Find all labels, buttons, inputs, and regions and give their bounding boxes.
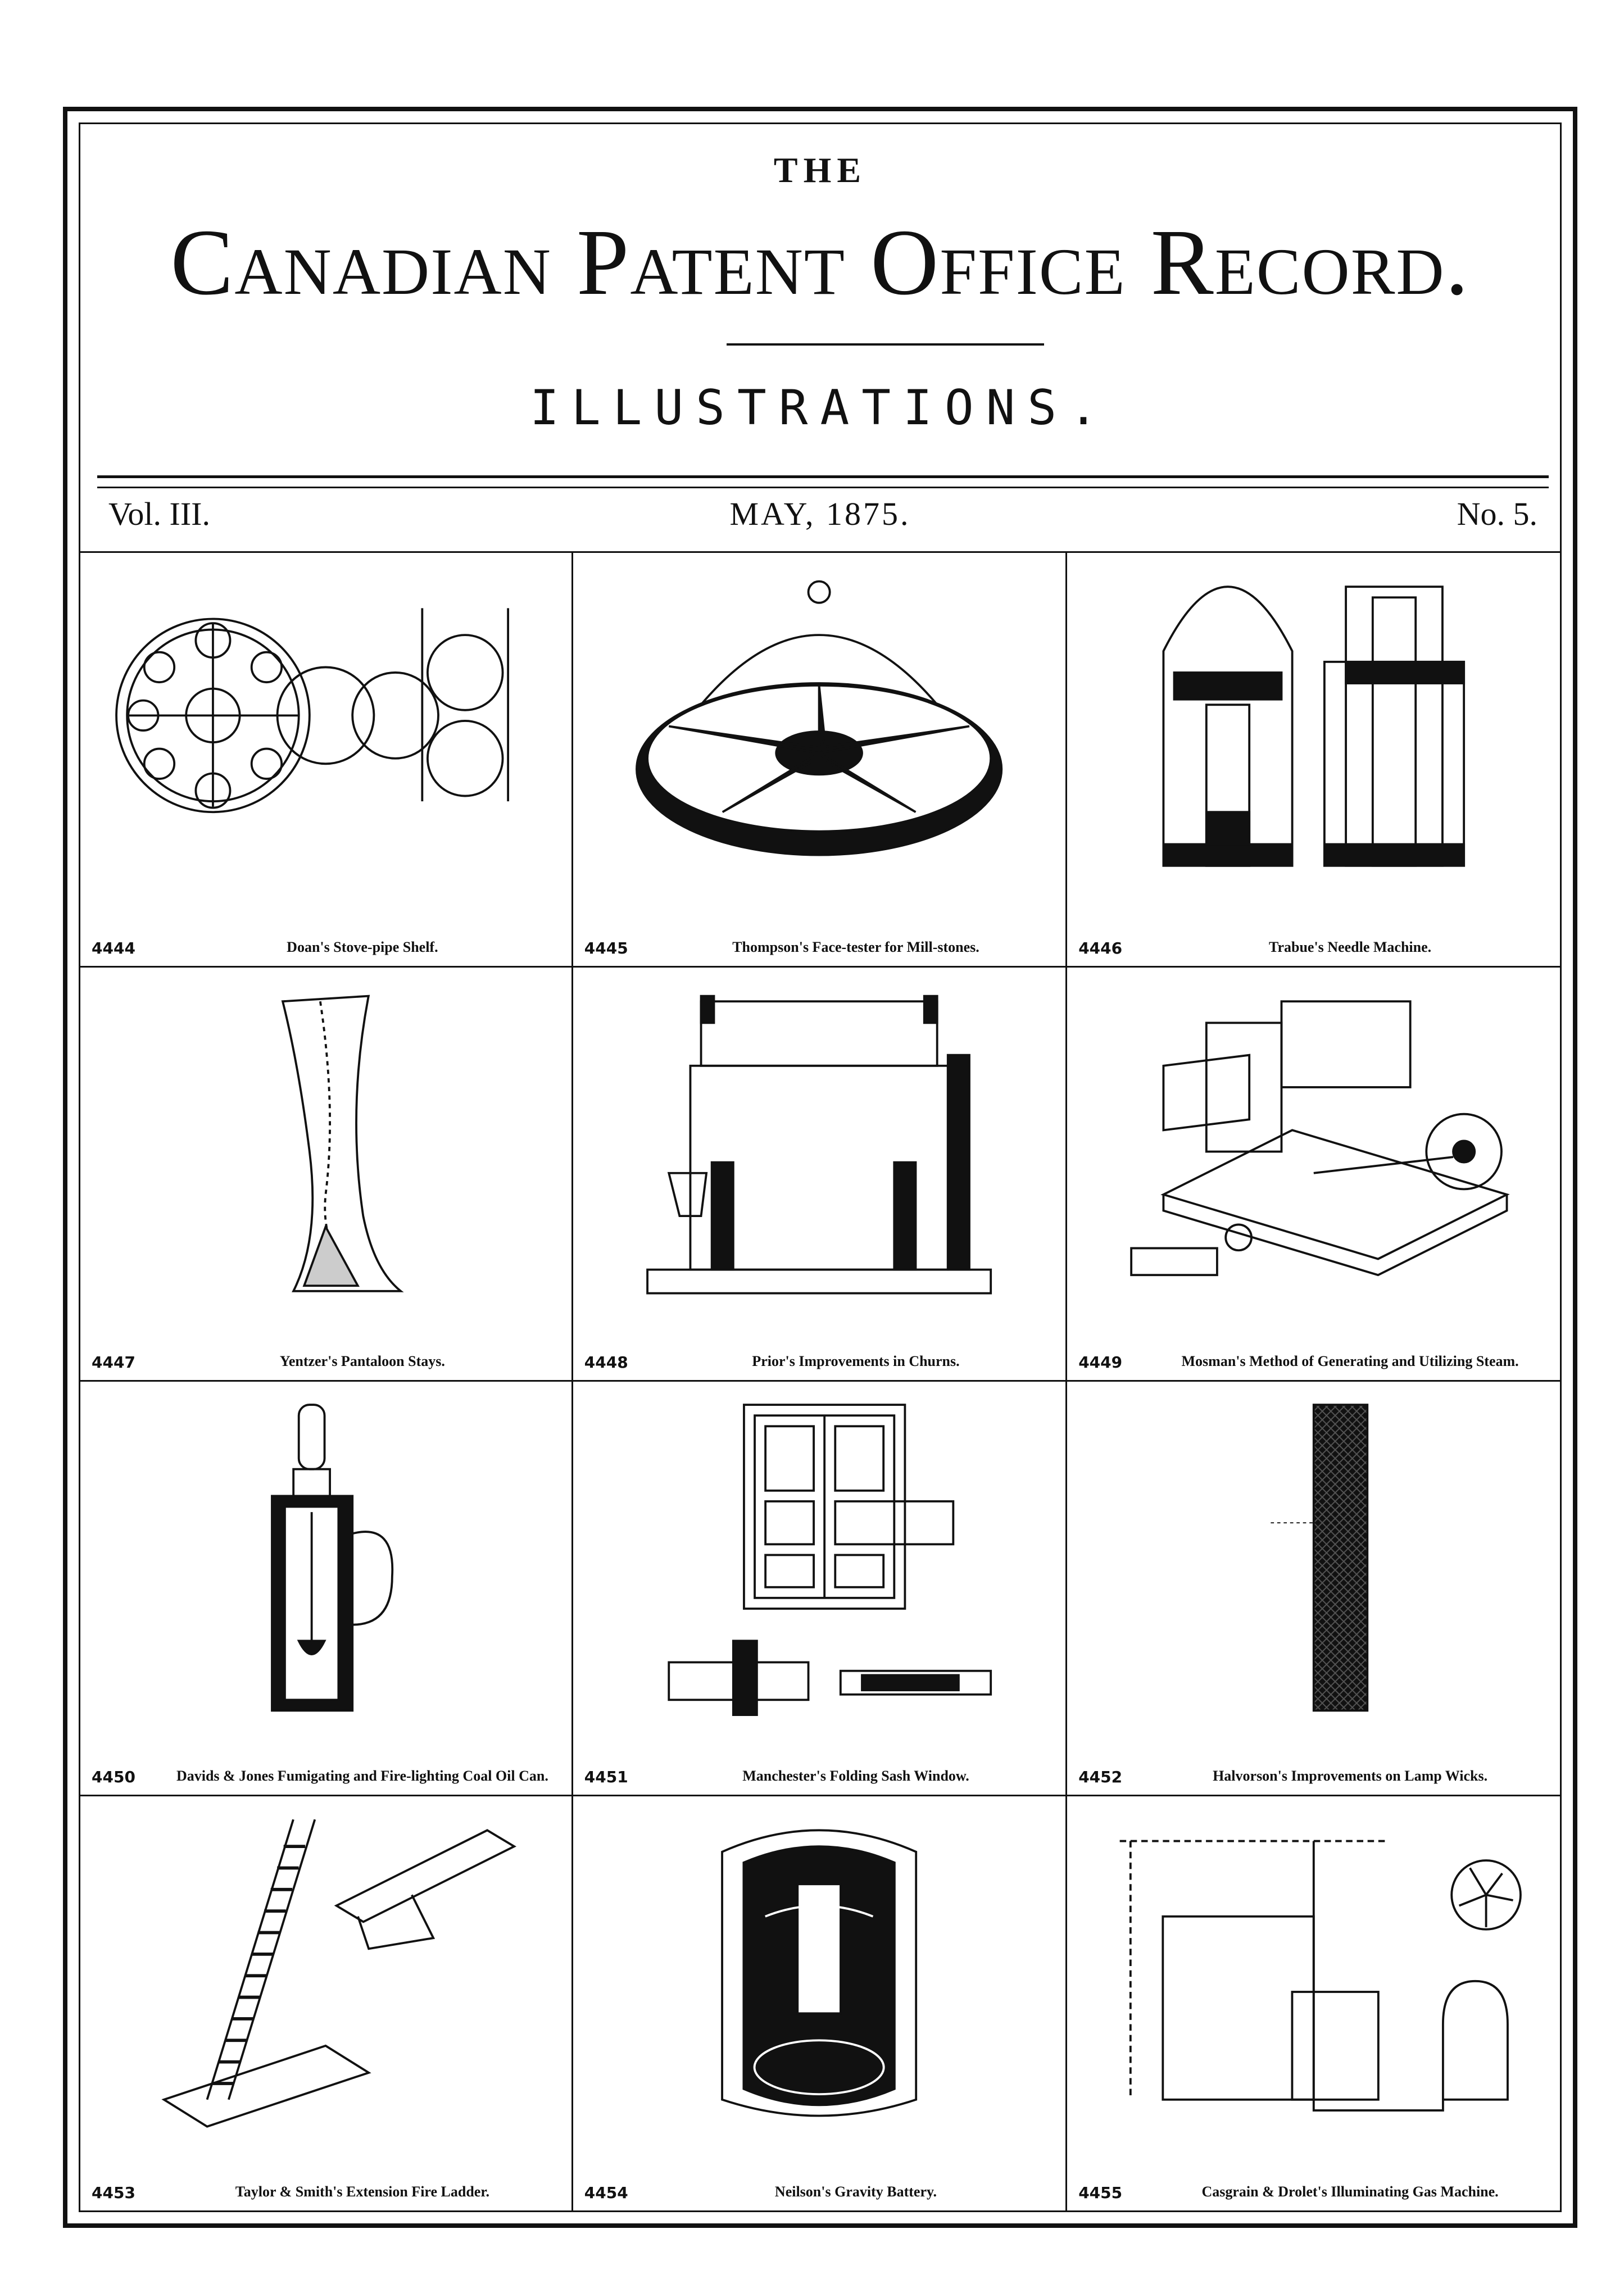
page-frame: THE Canadian Patent Office Record. ILLUS… xyxy=(63,107,1577,2228)
patent-title: Mosman's Method of Generating and Utiliz… xyxy=(1181,1353,1519,1369)
page-inner-border: THE Canadian Patent Office Record. ILLUS… xyxy=(79,122,1562,2212)
illustration-cell: 4453 Taylor & Smith's Extension Fire Lad… xyxy=(80,1796,573,2210)
illustration-cell: 4446 Trabue's Needle Machine. xyxy=(1067,553,1560,968)
gas-machine-drawing xyxy=(1119,1840,1522,2112)
patent-number: 4447 xyxy=(92,1353,135,1372)
patent-title: Casgrain & Drolet's Illuminating Gas Mac… xyxy=(1201,2183,1499,2200)
patent-title: Manchester's Folding Sash Window. xyxy=(742,1767,969,1784)
masthead-subtitle: ILLUSTRATIONS. xyxy=(530,380,1110,436)
issue-number: No. 5. xyxy=(1457,496,1537,532)
gravity-battery-drawing xyxy=(721,1829,918,2117)
volume-label: Vol. III. xyxy=(108,496,210,532)
masthead-the: THE xyxy=(773,150,867,190)
illustration-caption: 4453 Taylor & Smith's Extension Fire Lad… xyxy=(92,2183,560,2203)
patent-title: Doan's Stove-pipe Shelf. xyxy=(287,938,438,955)
patent-number: 4453 xyxy=(92,2183,135,2202)
patent-number: 4455 xyxy=(1078,2183,1123,2202)
issue-date: MAY, 1875. xyxy=(729,496,911,532)
patent-number: 4446 xyxy=(1078,938,1123,957)
face-tester-drawing xyxy=(636,580,1003,856)
patent-number: 4445 xyxy=(584,938,628,957)
patent-title: Yentzer's Pantaloon Stays. xyxy=(279,1353,445,1369)
needle-machine-drawing xyxy=(1162,585,1465,867)
steam-apparatus-drawing xyxy=(1130,1000,1510,1276)
patent-number: 4454 xyxy=(584,2183,628,2202)
coal-oil-can-drawing xyxy=(271,1404,394,1712)
illustration-cell: 4450 Davids & Jones Fumigating and Fire-… xyxy=(80,1382,573,1796)
illustration-cell: 4445 Thompson's Face-tester for Mill-sto… xyxy=(573,553,1068,968)
patent-number: 4451 xyxy=(584,1767,628,1786)
patent-title: Halvorson's Improvements on Lamp Wicks. xyxy=(1213,1767,1488,1784)
extension-fire-ladder-drawing xyxy=(161,1819,517,2128)
illustration-caption: 4454 Neilson's Gravity Battery. xyxy=(584,2183,1054,2203)
header-rule-bottom xyxy=(80,551,1560,553)
patent-number: 4452 xyxy=(1078,1767,1123,1786)
patent-number: 4444 xyxy=(92,938,135,957)
churn-drawing xyxy=(646,995,992,1295)
patent-number: 4448 xyxy=(584,1353,628,1372)
patent-number: 4449 xyxy=(1078,1353,1123,1372)
illustration-caption: 4449 Mosman's Method of Generating and U… xyxy=(1078,1352,1549,1372)
illustration-cell: 4455 Casgrain & Drolet's Illuminating Ga… xyxy=(1067,1796,1560,2211)
illustration-cell: 4448 Prior's Improvements in Churns. xyxy=(573,967,1068,1382)
illustration-caption: 4446 Trabue's Needle Machine. xyxy=(1078,938,1549,958)
illustration-cell: 4444 Doan's Stove-pipe Shelf. xyxy=(80,553,573,968)
illustration-caption: 4451 Manchester's Folding Sash Window. xyxy=(584,1767,1054,1787)
illustration-grid: 4444 Doan's Stove-pipe Shelf. xyxy=(80,553,1560,2210)
illustration-caption: 4445 Thompson's Face-tester for Mill-sto… xyxy=(584,938,1054,958)
illustration-cell: 4454 Neilson's Gravity Battery. xyxy=(573,1796,1068,2210)
header-rule-thick xyxy=(97,475,1549,478)
title-rule xyxy=(727,343,1044,346)
patent-title: Trabue's Needle Machine. xyxy=(1269,938,1432,955)
patent-title: Taylor & Smith's Extension Fire Ladder. xyxy=(235,2183,489,2200)
illustration-cell: 4447 Yentzer's Pantaloon Stays. xyxy=(80,967,573,1382)
patent-title: Prior's Improvements in Churns. xyxy=(752,1353,960,1369)
patent-title: Davids & Jones Fumigating and Fire-light… xyxy=(176,1767,548,1784)
header-rule-thin xyxy=(97,487,1549,488)
stove-pipe-shelf-drawing xyxy=(115,608,510,814)
illustration-caption: 4444 Doan's Stove-pipe Shelf. xyxy=(92,938,560,958)
masthead-title: Canadian Patent Office Record. xyxy=(170,210,1470,315)
illustration-cell: 4451 Manchester's Folding Sash Window. xyxy=(573,1382,1068,1796)
illustration-caption: 4450 Davids & Jones Fumigating and Fire-… xyxy=(92,1767,560,1787)
illustration-caption: 4452 Halvorson's Improvements on Lamp Wi… xyxy=(1078,1767,1549,1787)
folding-sash-window-drawing xyxy=(668,1404,992,1716)
patent-number: 4450 xyxy=(92,1767,135,1786)
illustration-caption: 4448 Prior's Improvements in Churns. xyxy=(584,1352,1054,1372)
pantaloon-stays-drawing xyxy=(282,995,405,1292)
patent-title: Neilson's Gravity Battery. xyxy=(774,2183,937,2200)
illustration-caption: 4447 Yentzer's Pantaloon Stays. xyxy=(92,1352,560,1372)
illustration-cell: 4449 Mosman's Method of Generating and U… xyxy=(1067,968,1560,1382)
illustration-cell: 4452 Halvorson's Improvements on Lamp Wi… xyxy=(1067,1382,1560,1796)
illustration-caption: 4455 Casgrain & Drolet's Illuminating Ga… xyxy=(1078,2183,1549,2203)
lamp-wick-drawing xyxy=(1271,1404,1368,1712)
patent-title: Thompson's Face-tester for Mill-stones. xyxy=(732,938,979,955)
